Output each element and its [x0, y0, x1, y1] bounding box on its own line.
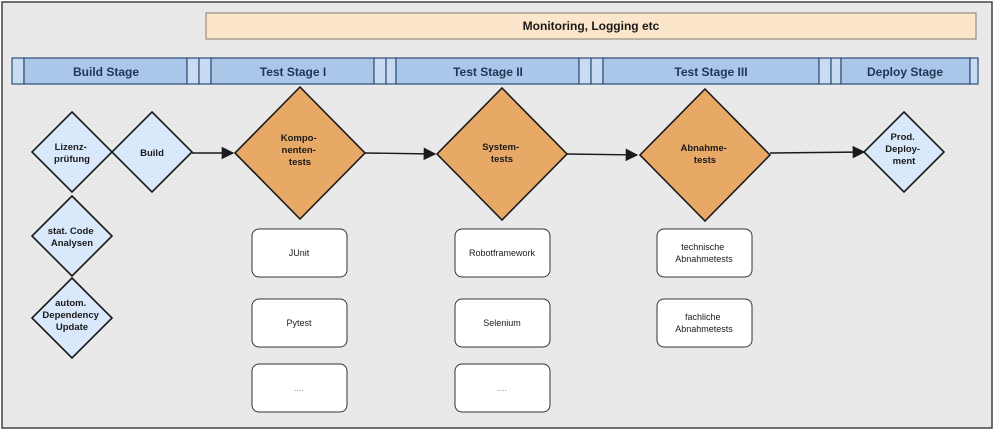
stage-test-2: [395, 57, 580, 85]
stage-bar-left-end: [11, 57, 25, 85]
stage-bar-right-end: [969, 57, 979, 85]
prod-deployment-label: Prod. Deploy- ment: [885, 132, 922, 167]
build-node: [110, 110, 194, 194]
component-tests-label: Kompo- nenten- tests: [281, 133, 320, 168]
stage-separator: [186, 57, 200, 85]
static-code-analysis-node: [30, 194, 114, 278]
tool-box-robotframework: [454, 228, 551, 278]
stage-test-3: [602, 57, 820, 85]
tool-label-functional-acceptance: fachliche Abnahmetests: [675, 312, 733, 334]
monitoring-banner: [205, 12, 977, 40]
stage-deploy: [840, 57, 971, 85]
tool-box-technical-acceptance: [656, 228, 753, 278]
tool-label-pytest: Pytest: [286, 318, 312, 328]
acceptance-tests-node: [638, 87, 772, 223]
system-tests-label: System- tests: [482, 142, 522, 165]
tool-label-technical-acceptance: technische Abnahmetests: [675, 242, 733, 264]
prod-deployment-node: [862, 110, 946, 194]
dependency-update-label: autom. Dependency Update: [42, 298, 101, 333]
stage-test-1-label: Test Stage I: [260, 65, 326, 79]
tool-label-selenium: Selenium: [483, 318, 521, 328]
tool-box-selenium: [454, 298, 551, 348]
tool-label-robotframework: Robotframework: [469, 248, 536, 258]
stage-separator: [385, 57, 397, 85]
stage-bar: Build Stage Test Stage I Test Stage II T…: [11, 57, 979, 85]
acceptance-tests-label: Abnahme- tests: [680, 143, 729, 166]
stage-separator: [373, 57, 387, 85]
tool-label-more-system: ....: [497, 383, 507, 393]
stage-separator: [830, 57, 842, 85]
arrow-component-to-system-tests: [364, 147, 437, 161]
stage-separator: [590, 57, 604, 85]
stage-deploy-label: Deploy Stage: [867, 65, 943, 79]
stage-test-3-label: Test Stage III: [674, 65, 747, 79]
tool-label-more-component: ....: [294, 383, 304, 393]
build-label: Build: [140, 148, 164, 159]
dependency-update-node: [30, 276, 114, 360]
stage-build: [23, 57, 188, 85]
arrow-acceptance-to-deployment: [769, 145, 866, 159]
arrow-system-to-acceptance-tests: [566, 148, 639, 162]
tool-label-junit: JUnit: [289, 248, 310, 258]
license-check-node: [30, 110, 114, 194]
stage-separator: [578, 57, 592, 85]
monitoring-banner-label: Monitoring, Logging etc: [523, 19, 660, 33]
stage-separator: [198, 57, 212, 85]
tool-box-junit: [251, 228, 348, 278]
stage-test-2-label: Test Stage II: [453, 65, 523, 79]
static-code-analysis-label: stat. Code Analysen: [48, 226, 97, 249]
stage-separator: [818, 57, 832, 85]
stage-build-label: Build Stage: [73, 65, 139, 79]
tool-box-more-component: [251, 363, 348, 413]
system-tests-node: [435, 86, 569, 222]
tool-box-functional-acceptance: [656, 298, 753, 348]
tool-box-pytest: [251, 298, 348, 348]
component-tests-node: [233, 85, 367, 221]
tool-box-more-system: [454, 363, 551, 413]
license-check-label: Lizenz- prüfung: [54, 142, 90, 165]
